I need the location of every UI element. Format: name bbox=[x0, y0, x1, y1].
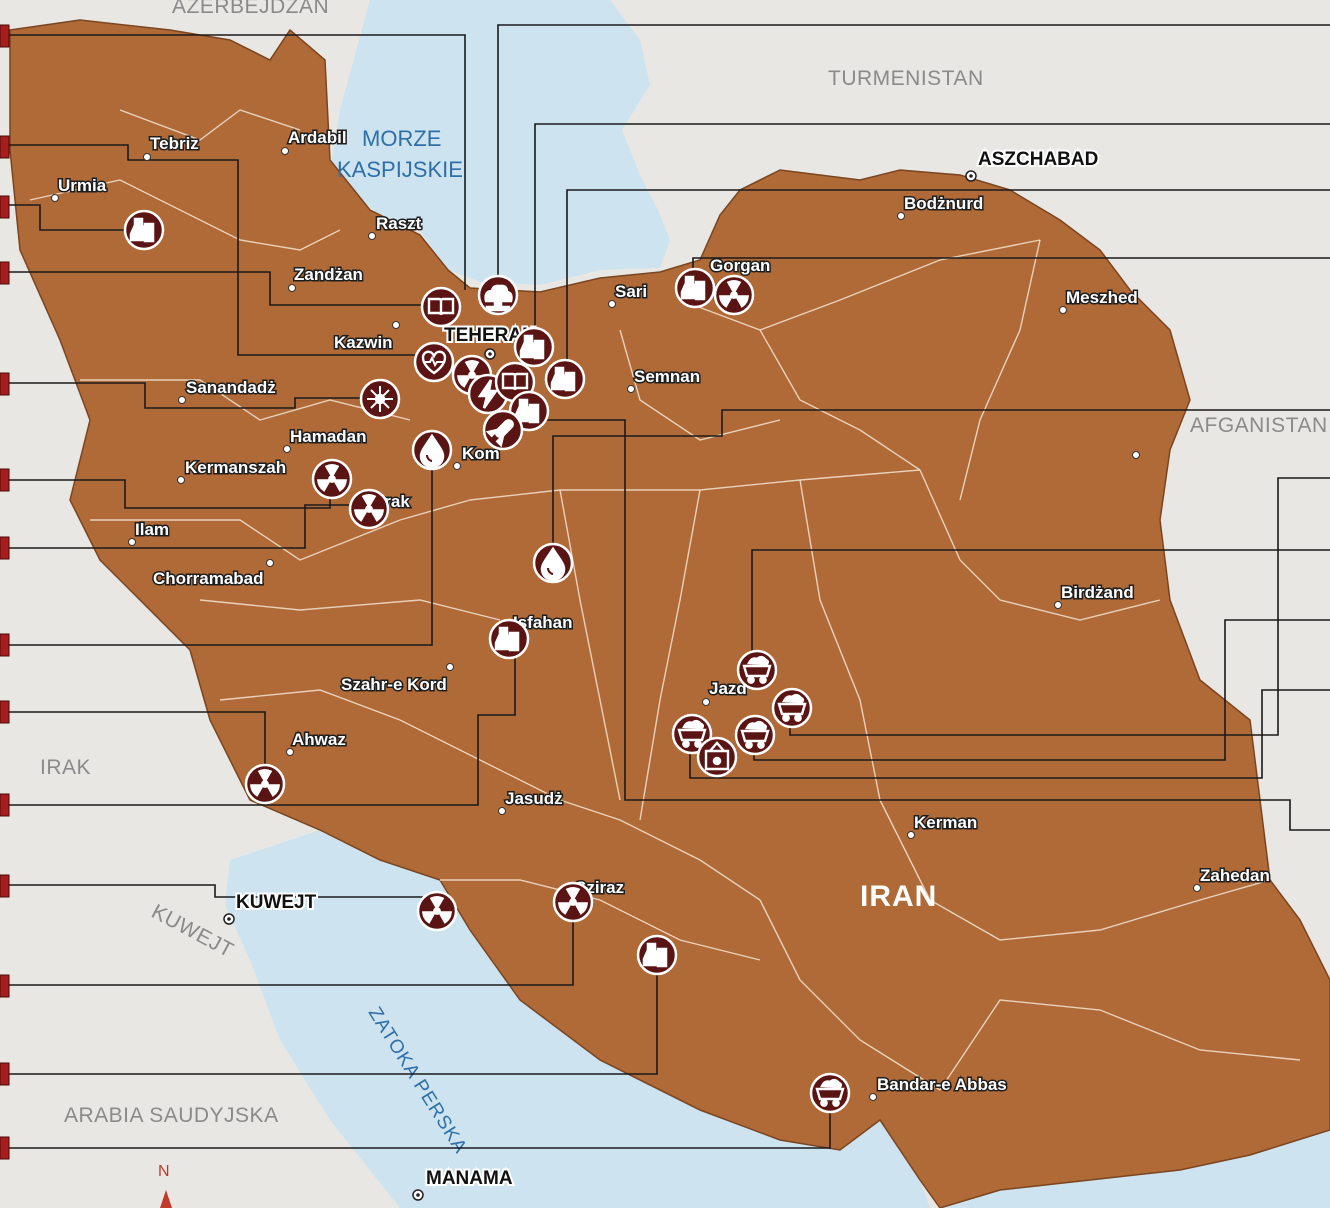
nuclear-icon[interactable] bbox=[348, 488, 390, 530]
country-label-kuwait: KUWEJT bbox=[148, 900, 238, 962]
city-label-kazwin: Kazwin bbox=[334, 333, 393, 352]
province-borders bbox=[29, 109, 1301, 1091]
city-label-isfahan: Isfahan bbox=[513, 613, 573, 632]
city-label-kerman: Kerman bbox=[914, 813, 977, 832]
medical-icon[interactable] bbox=[413, 341, 455, 383]
country-label-iraq: IRAK bbox=[40, 756, 91, 779]
missile-icon[interactable] bbox=[482, 409, 524, 451]
persian-gulf bbox=[225, 830, 930, 1208]
city-label-meszhed: Meszhed bbox=[1066, 288, 1138, 307]
city-label-semnan: Semnan bbox=[634, 367, 700, 386]
chemical-plant-icon[interactable] bbox=[513, 326, 555, 368]
city-label-hamadan: Hamadan bbox=[290, 427, 367, 446]
capital-label-kuwait: KUWEJT bbox=[236, 892, 317, 913]
compass: N bbox=[158, 1163, 172, 1208]
caspian-sea bbox=[330, 0, 670, 285]
chemical-plant-icon[interactable] bbox=[544, 358, 586, 400]
city-label-chorramabad: Chorramabad bbox=[153, 569, 264, 588]
city-label-urmia: Urmia bbox=[58, 176, 107, 195]
iran-territory bbox=[9, 19, 1330, 1208]
nuclear-icon[interactable] bbox=[311, 458, 353, 500]
explosion-icon[interactable] bbox=[477, 274, 519, 316]
city-label-ahwaz: Ahwaz bbox=[292, 730, 346, 749]
sea-label-caspian-2: KASPIJSKIE bbox=[337, 157, 463, 182]
gulf-of-oman bbox=[940, 1130, 1330, 1208]
city-label-birdzand: Birdżand bbox=[1061, 583, 1134, 602]
mining-cart-icon[interactable] bbox=[736, 649, 778, 691]
research-book-icon[interactable] bbox=[420, 286, 462, 328]
mining-cart-icon[interactable] bbox=[671, 713, 713, 755]
city-label-tebriz: Tebriz bbox=[150, 134, 199, 153]
mining-cart-icon[interactable] bbox=[734, 714, 776, 756]
city-dots bbox=[51, 147, 1201, 1101]
chemical-plant-icon[interactable] bbox=[674, 267, 716, 309]
city-label-jasudz: Jasudż bbox=[505, 789, 563, 808]
city-label-sari: Sari bbox=[615, 282, 647, 301]
mining-cart-icon[interactable] bbox=[809, 1072, 851, 1114]
chemical-plant-icon[interactable] bbox=[636, 934, 678, 976]
city-label-bodznurd: Bodżnurd bbox=[904, 194, 983, 213]
capital-label-ashgabat: ASZCHABAD bbox=[978, 149, 1098, 170]
city-label-bandar-e-abbas: Bandar-e Abbas bbox=[877, 1075, 1007, 1094]
capital-label-manama: MANAMA bbox=[426, 1168, 513, 1189]
city-label-zandzan: Zandżan bbox=[294, 265, 363, 284]
nuclear-icon[interactable] bbox=[416, 890, 458, 932]
city-label-ardabil: Ardabil bbox=[288, 128, 347, 147]
nuclear-icon[interactable] bbox=[713, 274, 755, 316]
compass-north-label: N bbox=[158, 1163, 170, 1180]
city-label-raszt: Raszt bbox=[376, 214, 422, 233]
leader-lines bbox=[0, 24, 1330, 1149]
city-label-sanandadz: Sanandadż bbox=[186, 378, 276, 397]
oil-drop-icon[interactable] bbox=[532, 542, 574, 584]
nuclear-icon[interactable] bbox=[552, 881, 594, 923]
city-label-zahedan: Zahedan bbox=[1200, 866, 1270, 885]
compass-arrow-icon bbox=[160, 1190, 172, 1208]
laser-icon[interactable] bbox=[359, 378, 401, 420]
sea-label-caspian-1: MORZE bbox=[362, 126, 441, 151]
nuclear-icon[interactable] bbox=[244, 763, 286, 805]
city-label-jazd: Jazd bbox=[709, 679, 747, 698]
chemical-plant-icon[interactable] bbox=[123, 209, 165, 251]
country-label-iran: IRAN bbox=[860, 880, 937, 913]
facility-markers bbox=[123, 209, 851, 1114]
capital-markers bbox=[223, 170, 977, 1201]
chemical-plant-icon[interactable] bbox=[488, 618, 530, 660]
country-label-saudi-arabia: ARABIA SAUDYJSKA bbox=[64, 1104, 279, 1127]
city-label-gorgan: Gorgan bbox=[710, 256, 770, 275]
left-edge-markers bbox=[0, 24, 10, 1160]
country-label-afghanistan: AFGANISTAN bbox=[1190, 414, 1328, 437]
city-label-ilam: Ilam bbox=[135, 520, 169, 539]
mine-entrance-icon[interactable] bbox=[696, 736, 738, 778]
country-label-turkmenistan: TURMENISTAN bbox=[828, 67, 984, 90]
oil-drop-icon[interactable] bbox=[411, 429, 453, 471]
city-label-kermanszah: Kermanszah bbox=[185, 458, 286, 477]
city-label-kom: Kom bbox=[462, 444, 500, 463]
city-label-szahr-e-kord: Szahr-e Kord bbox=[341, 675, 447, 694]
mining-cart-icon[interactable] bbox=[771, 687, 813, 729]
country-label-azerbaijan: AZERBEJDŻAN bbox=[172, 0, 329, 18]
